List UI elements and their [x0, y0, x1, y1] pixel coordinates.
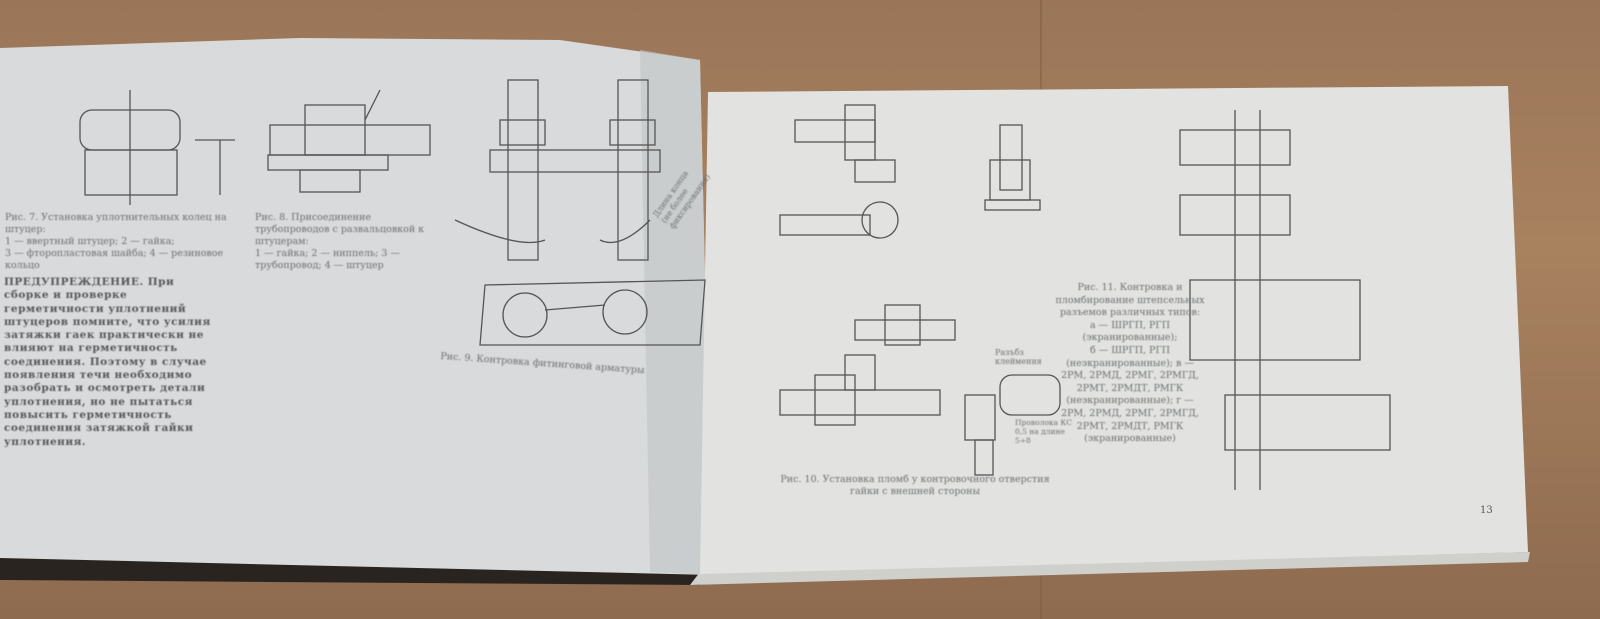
fig10-drawing [779, 104, 1061, 476]
right-page [700, 86, 1528, 574]
fig8-caption: Рис. 8. Присоединение трубопроводов с ра… [255, 212, 425, 271]
left-page-shadow [0, 555, 700, 585]
page-number: 13 [1480, 505, 1493, 516]
figure-drawings [79, 79, 1391, 490]
fig10-label-top: Разъбз клеймения [995, 348, 1042, 366]
right-page-edge [690, 552, 1530, 585]
fig10-label-bottom: Проволока КС 0,5 на длине 5÷8 [1015, 418, 1072, 445]
fig7-caption: Рис. 7. Установка уплотнительных колец н… [5, 212, 227, 271]
fig9-drawing [454, 79, 706, 346]
fig8-drawing [267, 89, 431, 193]
fig11-drawing [1179, 110, 1391, 490]
fig7-drawing [79, 90, 235, 205]
warning-paragraph: ПРЕДУПРЕЖДЕНИЕ. При сборке и проверке ге… [4, 276, 211, 448]
fig11-caption: Рис. 11. Контровка и пломбирование штепс… [1055, 282, 1205, 445]
spine-shading [640, 50, 712, 575]
fig10-caption: Рис. 10. Установка пломб у контровочного… [780, 474, 1050, 497]
